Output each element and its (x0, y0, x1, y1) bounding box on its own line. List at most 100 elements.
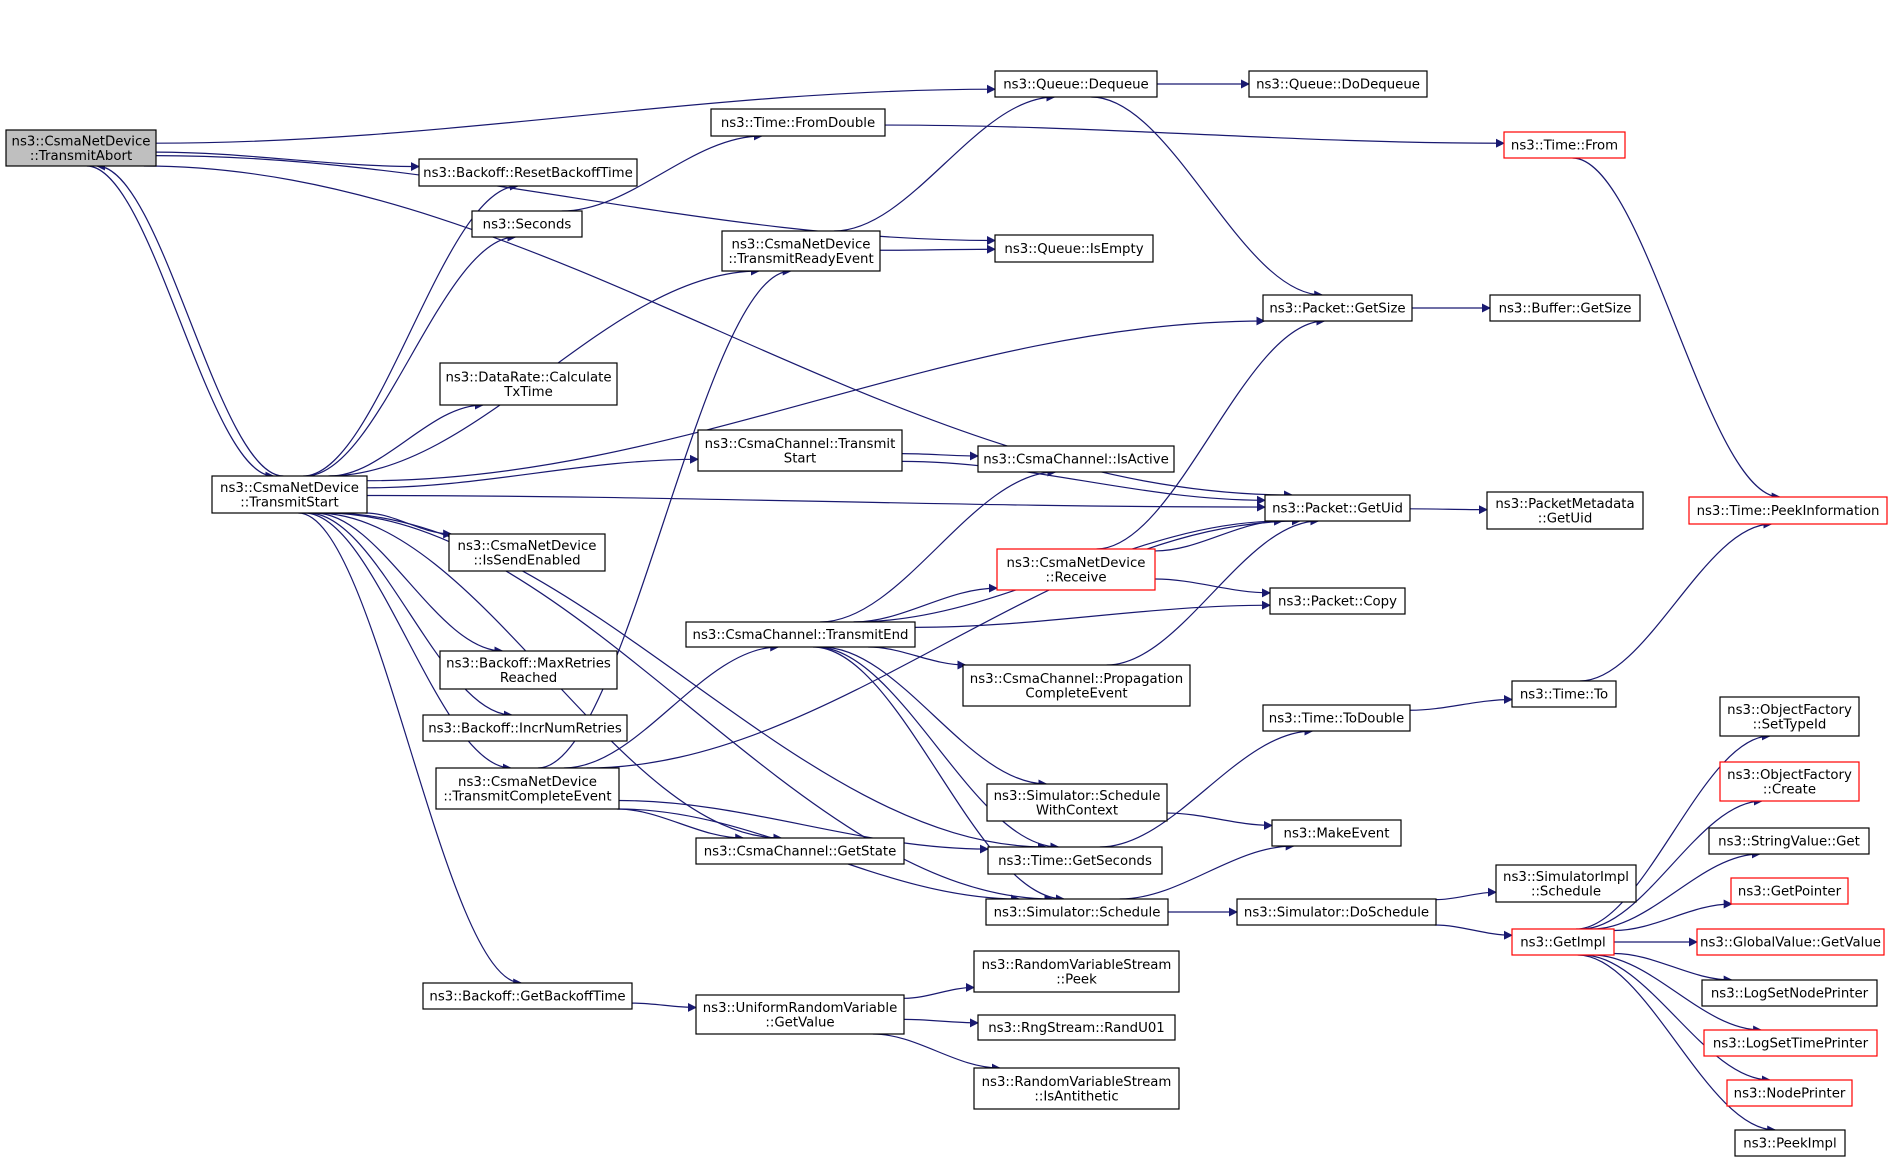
node-box (1269, 587, 1406, 615)
node-label-line: ns3::CsmaNetDevice (732, 237, 871, 252)
function-node-peekimpl[interactable]: ns3::PeekImpl (1734, 1129, 1846, 1157)
function-node-getsec[interactable]: ns3::Time::GetSeconds (987, 846, 1163, 875)
function-node-prop[interactable]: ns3::CsmaChannel::PropagationCompleteEve… (962, 664, 1191, 707)
call-edge-abort-to-start (86, 165, 275, 481)
function-node-issend[interactable]: ns3::CsmaNetDevice::IsSendEnabled (448, 533, 606, 572)
function-node-isempty[interactable]: ns3::Queue::IsEmpty (994, 234, 1154, 263)
function-node-ofcreate[interactable]: ns3::ObjectFactory::Create (1719, 761, 1860, 802)
call-edge-tcompl-to-getstate (616, 808, 745, 843)
function-node-pmeta[interactable]: ns3::PacketMetadata::GetUid (1486, 491, 1644, 530)
call-edge-getimpl-to-ofcreate (1581, 796, 1763, 930)
function-node-pgetsize[interactable]: ns3::Packet::GetSize (1262, 294, 1413, 322)
function-node-getimpl[interactable]: ns3::GetImpl (1511, 928, 1615, 956)
node-label-line: ns3::Simulator::DoSchedule (1244, 906, 1429, 921)
node-box (1486, 491, 1644, 530)
node-box (1489, 294, 1641, 322)
node-box (1271, 819, 1402, 847)
call-edge-schedctx-to-mkevent (1166, 812, 1273, 830)
node-label-line: ns3::Queue::Dequeue (1003, 78, 1149, 93)
node-label-line: ns3::CsmaNetDevice (1007, 556, 1146, 571)
node-label-line: Reached (500, 671, 557, 686)
function-node-bgetsize[interactable]: ns3::Buffer::GetSize (1489, 294, 1641, 322)
function-node-ofset[interactable]: ns3::ObjectFactory::SetTypeId (1719, 696, 1860, 737)
call-edge-start-to-getsec (329, 512, 1047, 852)
call-edge-chend-to-sched (812, 646, 1065, 904)
node-label-line: ::SetTypeId (1753, 717, 1827, 732)
function-node-sched[interactable]: ns3::Simulator::Schedule (985, 898, 1169, 926)
function-node-urvget[interactable]: ns3::UniformRandomVariable::GetValue (695, 994, 905, 1035)
node-label-line: ns3::LogSetNodePrinter (1711, 987, 1869, 1002)
function-node-dosched[interactable]: ns3::Simulator::DoSchedule (1236, 898, 1437, 926)
call-edge-tcompl-to-getsec (618, 799, 989, 854)
function-node-pcopy[interactable]: ns3::Packet::Copy (1269, 587, 1406, 615)
node-box (1511, 680, 1617, 708)
node-label-line: ns3::Packet::GetSize (1269, 302, 1405, 317)
call-edge-receive-to-pcopy (1154, 578, 1271, 598)
node-box (1703, 1029, 1878, 1057)
function-node-incr[interactable]: ns3::Backoff::IncrNumRetries (422, 714, 628, 742)
node-box (418, 158, 638, 187)
node-label-line: ::Schedule (1531, 884, 1601, 899)
node-label-line: ns3::CsmaChannel::GetState (704, 845, 897, 860)
node-box (1719, 696, 1860, 737)
function-node-logtime[interactable]: ns3::LogSetTimePrinter (1703, 1029, 1878, 1057)
function-node-chend[interactable]: ns3::CsmaChannel::TransmitEnd (685, 621, 916, 648)
function-node-peekinfo[interactable]: ns3::Time::PeekInformation (1688, 496, 1888, 525)
call-edge-tcompl-to-chend (563, 642, 780, 769)
node-label-line: ::TransmitStart (240, 495, 338, 510)
node-label-line: ::Create (1763, 782, 1816, 797)
function-node-abort[interactable]: ns3::CsmaNetDevice::TransmitAbort (5, 129, 157, 167)
function-node-mkevent[interactable]: ns3::MakeEvent (1271, 819, 1402, 847)
function-node-isactive[interactable]: ns3::CsmaChannel::IsActive (977, 445, 1175, 473)
function-node-fromdbl[interactable]: ns3::Time::FromDouble (710, 108, 886, 137)
function-node-dequeue[interactable]: ns3::Queue::Dequeue (994, 70, 1158, 98)
function-node-randu[interactable]: ns3::RngStream::RandU01 (977, 1014, 1176, 1041)
call-edge-todbl-to-tto (1409, 694, 1513, 711)
call-edge-start-to-sched (324, 512, 1054, 904)
node-label-line: ns3::Time::PeekInformation (1697, 504, 1880, 519)
node-box (977, 1014, 1176, 1041)
function-node-tcompl[interactable]: ns3::CsmaNetDevice::TransmitCompleteEven… (435, 767, 620, 810)
node-label-line: ::TransmitCompleteEvent (443, 789, 611, 804)
node-label-line: ns3::PeekImpl (1743, 1137, 1836, 1152)
node-box (1726, 1079, 1853, 1107)
function-node-chstart[interactable]: ns3::CsmaChannel::TransmitStart (697, 429, 903, 472)
function-node-seconds[interactable]: ns3::Seconds (471, 210, 583, 238)
function-node-lognode[interactable]: ns3::LogSetNodePrinter (1701, 979, 1878, 1007)
node-box (695, 994, 905, 1035)
function-node-receive[interactable]: ns3::CsmaNetDevice::Receive (996, 548, 1156, 591)
function-node-simplsched[interactable]: ns3::SimulatorImpl::Schedule (1495, 864, 1637, 903)
function-node-tfrom[interactable]: ns3::Time::From (1503, 131, 1626, 159)
node-label-line: ns3::UniformRandomVariable (703, 1001, 898, 1016)
function-node-todbl[interactable]: ns3::Time::ToDouble (1262, 704, 1411, 732)
call-edge-tto-to-peekinfo (1579, 519, 1773, 682)
function-node-getbo[interactable]: ns3::Backoff::GetBackoffTime (422, 982, 633, 1010)
node-label-line: ::TransmitReadyEvent (728, 252, 873, 267)
node-box (211, 475, 368, 514)
node-box (1734, 1129, 1846, 1157)
node-label-line: ns3::Backoff::IncrNumRetries (428, 722, 622, 737)
node-box (1701, 979, 1878, 1007)
function-node-dodeq[interactable]: ns3::Queue::DoDequeue (1248, 70, 1428, 98)
node-box (996, 548, 1156, 591)
function-node-getptr[interactable]: ns3::GetPointer (1730, 877, 1849, 905)
node-label-line: ns3::ObjectFactory (1727, 703, 1852, 718)
function-node-reset[interactable]: ns3::Backoff::ResetBackoffTime (418, 158, 638, 187)
call-edge-getsec-to-todbl (1099, 726, 1314, 848)
function-node-pgetuid[interactable]: ns3::Packet::GetUid (1264, 494, 1411, 522)
function-node-getstate[interactable]: ns3::CsmaChannel::GetState (695, 837, 905, 865)
node-box (1236, 898, 1437, 926)
function-node-strget[interactable]: ns3::StringValue::Get (1708, 827, 1870, 855)
function-node-peek[interactable]: ns3::RandomVariableStream::Peek (973, 950, 1180, 993)
function-node-nodeprn[interactable]: ns3::NodePrinter (1726, 1079, 1853, 1107)
call-edge-getimpl-to-logtime (1592, 954, 1763, 1035)
function-node-anti[interactable]: ns3::RandomVariableStream::IsAntithetic (973, 1067, 1180, 1110)
function-node-start[interactable]: ns3::CsmaNetDevice::TransmitStart (211, 475, 368, 514)
function-node-ready[interactable]: ns3::CsmaNetDevice::TransmitReadyEvent (721, 230, 881, 272)
function-node-gvget[interactable]: ns3::GlobalValue::GetValue (1696, 928, 1885, 956)
function-node-tto[interactable]: ns3::Time::To (1511, 680, 1617, 708)
